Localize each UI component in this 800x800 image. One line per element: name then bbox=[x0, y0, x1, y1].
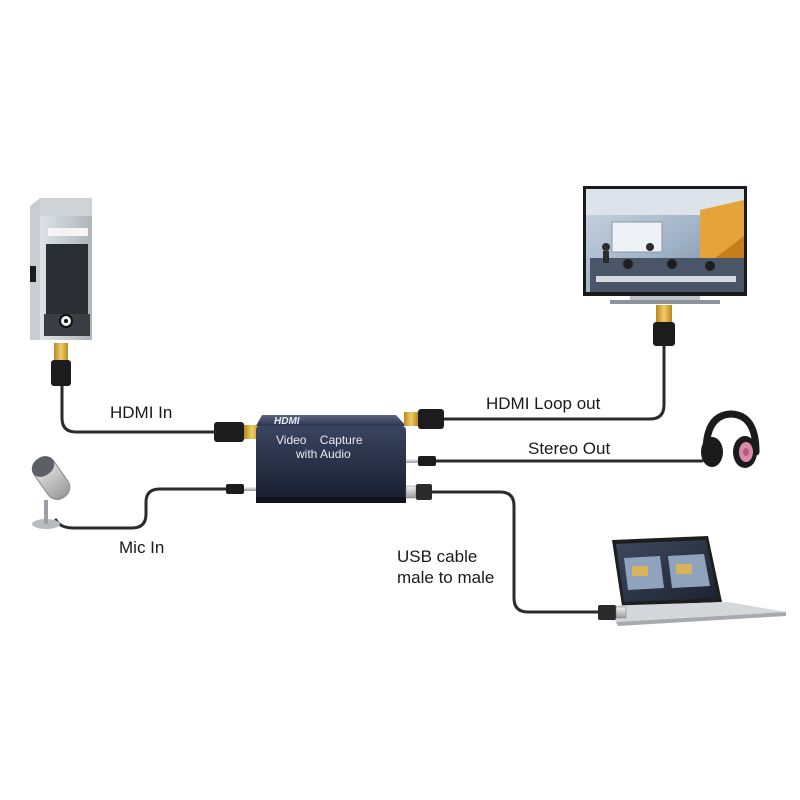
label-mic-in: Mic In bbox=[119, 538, 164, 557]
audio-jack-mic-in bbox=[226, 484, 256, 494]
label-usb-line1: USB cable bbox=[397, 547, 477, 566]
cables bbox=[54, 343, 704, 614]
usb-cable bbox=[428, 490, 600, 614]
hdmi-connector-tv bbox=[653, 305, 675, 346]
label-stereo-out: Stereo Out bbox=[528, 439, 610, 458]
hdmi-connector-in bbox=[214, 422, 260, 442]
hdmi-logo: HDMI bbox=[274, 416, 300, 427]
television-icon bbox=[583, 186, 747, 304]
hdmi-in-cable bbox=[60, 383, 217, 434]
audio-jack-stereo-out bbox=[406, 456, 436, 466]
capture-box-label-line1: Video Capture bbox=[276, 433, 363, 447]
label-hdmi-loop-out: HDMI Loop out bbox=[486, 394, 601, 413]
label-usb-line2: male to male bbox=[397, 568, 494, 587]
desktop-tower-icon bbox=[30, 198, 92, 340]
capture-box-label-line2: with Audio bbox=[295, 447, 351, 461]
label-hdmi-in: HDMI In bbox=[110, 403, 172, 422]
hdmi-connector-pc bbox=[51, 343, 71, 386]
hdmi-connector-loop-out bbox=[404, 409, 444, 429]
capture-box: HDMI Video Capture with Audio bbox=[256, 415, 406, 503]
hdmi-loop-out-cable bbox=[439, 343, 666, 421]
mic-in-cable bbox=[54, 487, 230, 530]
headphones-icon bbox=[701, 410, 760, 468]
usb-connector-laptop bbox=[598, 605, 627, 620]
microphone-icon bbox=[31, 456, 71, 529]
laptop-icon bbox=[600, 536, 786, 626]
usb-connector-box bbox=[405, 484, 432, 500]
